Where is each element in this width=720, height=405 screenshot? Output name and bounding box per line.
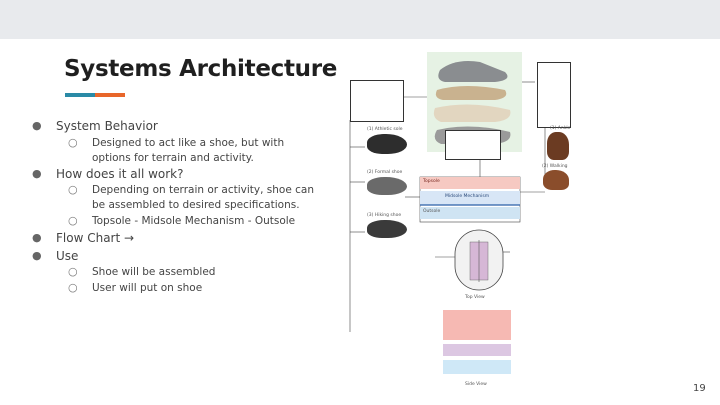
callout-upper-shoe: [350, 80, 404, 122]
bullet-dot-icon: ●: [32, 167, 42, 180]
label-top-view: Top View: [465, 295, 485, 300]
label-outsole: Outsole: [423, 209, 441, 214]
sub-bullet-text: User will put on shoe: [92, 282, 203, 294]
ankle-boot-photo: [547, 132, 569, 160]
side-view-top-layer: [443, 310, 511, 340]
side-view-mid-layer: [443, 344, 511, 356]
bullet-dot-icon: ●: [32, 249, 42, 262]
diagram-lines: [349, 52, 546, 374]
upper-shoe-shape: [438, 61, 508, 82]
midsole-layer: [420, 191, 520, 205]
label-ankle: (1) Ankle: [550, 126, 571, 131]
callout-midsole: [445, 130, 501, 160]
label-walking: (2) Walking: [542, 164, 568, 169]
sub-bullet-icon: ○: [68, 183, 78, 196]
bullet-text: System Behavior: [56, 119, 158, 133]
midsole-shape: [433, 104, 511, 122]
bullet-text: How does it all work?: [56, 167, 184, 181]
hiking-sole-photo: [367, 220, 407, 238]
title-accent-teal: [65, 93, 95, 97]
label-hiking-shoe: (3) Hiking shoe: [367, 213, 402, 218]
title-accent-orange: [95, 93, 125, 97]
label-formal-shoe: (2) Formal shoe: [367, 170, 403, 175]
sub-bullet-icon: ○: [68, 265, 78, 278]
label-midsole: Midsole Mechanism: [445, 194, 490, 199]
sub-bullet-text: Designed to act like a shoe, but with op…: [92, 137, 285, 164]
slide-title: Systems Architecture: [64, 56, 338, 82]
sub-bullet-icon: ○: [68, 136, 78, 149]
sub-bullet: ○ User will put on shoe: [68, 281, 317, 296]
sub-bullet: ○ Topsole - Midsole Mechanism - Outsole: [68, 214, 317, 229]
sub-bullet-text: Shoe will be assembled: [92, 266, 216, 278]
outsole-layer: [420, 207, 520, 219]
bullet-how-does-it-work: ● How does it all work?: [32, 167, 184, 181]
topsole-layer: [420, 177, 520, 189]
page-number: 19: [693, 383, 706, 394]
bullet-flow-chart: ● Flow Chart →: [32, 231, 135, 245]
athletic-sole-photo: [367, 134, 407, 154]
sub-bullet: ○ Designed to act like a shoe, but with …: [68, 136, 317, 166]
side-view-bottom-layer: [443, 360, 511, 374]
bullet-dot-icon: ●: [32, 119, 42, 132]
label-topsole: Topsole: [423, 179, 440, 184]
walking-shoe-photo: [543, 170, 569, 190]
bullet-text: Use: [56, 249, 79, 263]
sub-bullet: ○ Shoe will be assembled: [68, 265, 317, 280]
bullet-dot-icon: ●: [32, 231, 42, 244]
formal-sole-photo: [367, 177, 407, 195]
callout-topsole: [537, 62, 571, 128]
label-side-view: Side View: [465, 382, 487, 387]
topsole-shape: [435, 86, 507, 100]
label-athletic-sole: (1) Athletic sole: [367, 127, 403, 132]
sub-bullet-text: Topsole - Midsole Mechanism - Outsole: [92, 215, 296, 227]
sub-bullet-icon: ○: [68, 214, 78, 227]
bullet-text: Flow Chart →: [56, 231, 135, 245]
sub-bullet-text: Depending on terrain or activity, shoe c…: [92, 184, 315, 211]
sub-bullet-icon: ○: [68, 281, 78, 294]
slide-top-bar: [0, 0, 720, 39]
shoe-architecture-diagram: (1) Athletic sole (2) Formal shoe (3) Hi…: [345, 52, 571, 394]
sub-bullet: ○ Depending on terrain or activity, shoe…: [68, 183, 317, 213]
bullet-system-behavior: ● System Behavior: [32, 119, 158, 133]
bullet-use: ● Use: [32, 249, 79, 263]
